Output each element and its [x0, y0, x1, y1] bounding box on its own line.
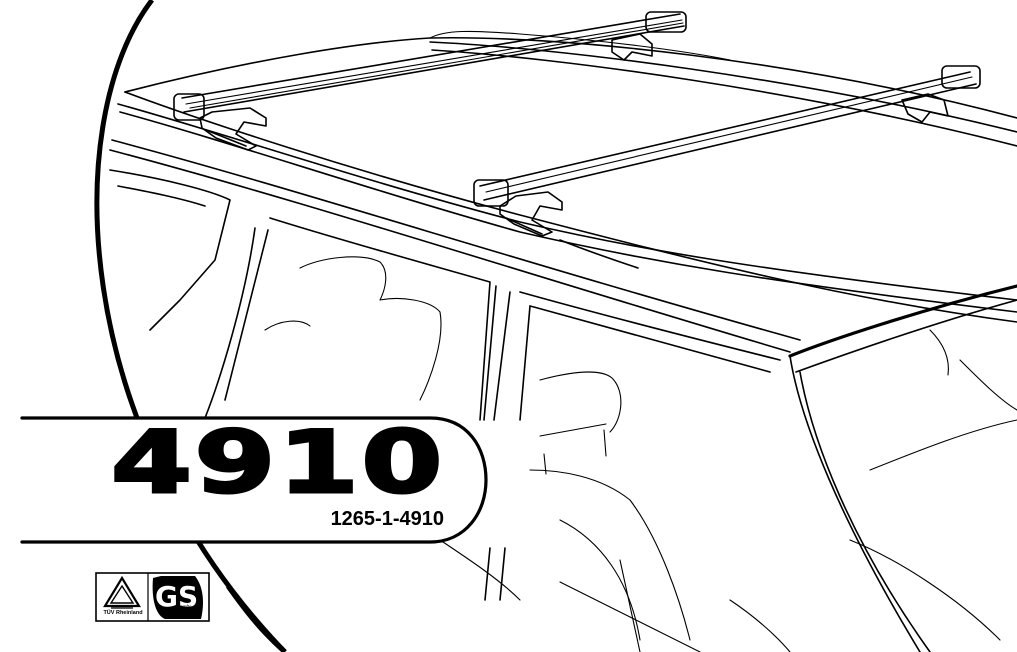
rear-crossbar [173, 11, 687, 151]
frame-arc [94, 0, 287, 652]
model-number: 4910 [109, 413, 445, 513]
gs-subtitle: geprüfte Sicherheit [175, 604, 196, 614]
car-roof [117, 30, 1017, 323]
car-body-lines [109, 139, 1017, 652]
svg-text:GS: GS [155, 580, 198, 613]
frame-arc-lower [225, 584, 287, 652]
label-plate-border [20, 416, 488, 544]
label-plate-fill [0, 418, 490, 542]
part-number: 1265-1-4910 [330, 508, 444, 530]
tuv-triangle-icon [103, 575, 141, 609]
front-crossbar [473, 65, 981, 237]
certification-logos: GS [95, 572, 210, 622]
gs-mark-icon: GS [152, 576, 203, 619]
tuv-rheinland-label: TÜV Rheinland [103, 610, 143, 616]
